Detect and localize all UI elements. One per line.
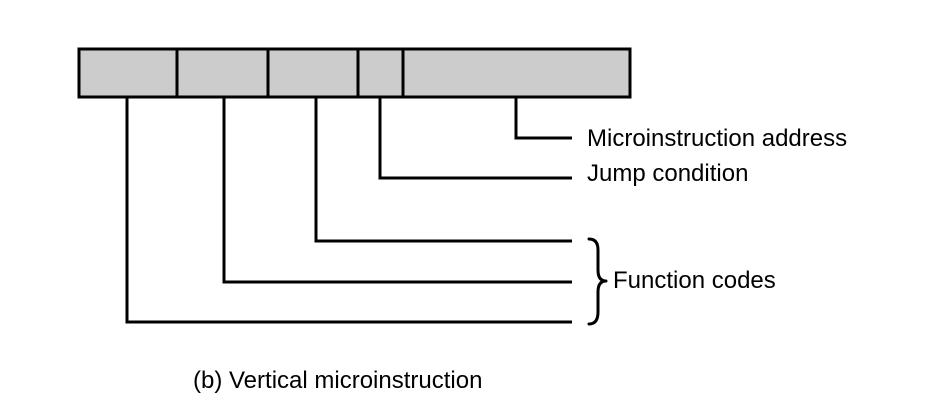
- leader-jump-condition: [378, 97, 572, 180]
- jump-condition-field: [356, 47, 405, 99]
- leader-function-code-1: [125, 97, 572, 324]
- leader-microinstruction-address: [514, 97, 572, 140]
- leader-function-code-2: [222, 97, 572, 284]
- function-codes-brace: [587, 237, 608, 326]
- jump-condition-label: Jump condition: [587, 160, 748, 187]
- leader-function-code-3: [314, 97, 572, 243]
- function-code-field-3: [266, 47, 360, 99]
- function-codes-label: Function codes: [613, 267, 776, 294]
- function-code-field-1: [77, 47, 179, 99]
- microinstruction-address-label: Microinstruction address: [587, 125, 847, 152]
- microinstruction-address-field: [401, 47, 632, 99]
- microinstruction-word: [77, 47, 632, 99]
- figure-caption: (b) Vertical microinstruction: [193, 367, 482, 394]
- leader-lines: [125, 97, 572, 324]
- function-code-field-2: [175, 47, 270, 99]
